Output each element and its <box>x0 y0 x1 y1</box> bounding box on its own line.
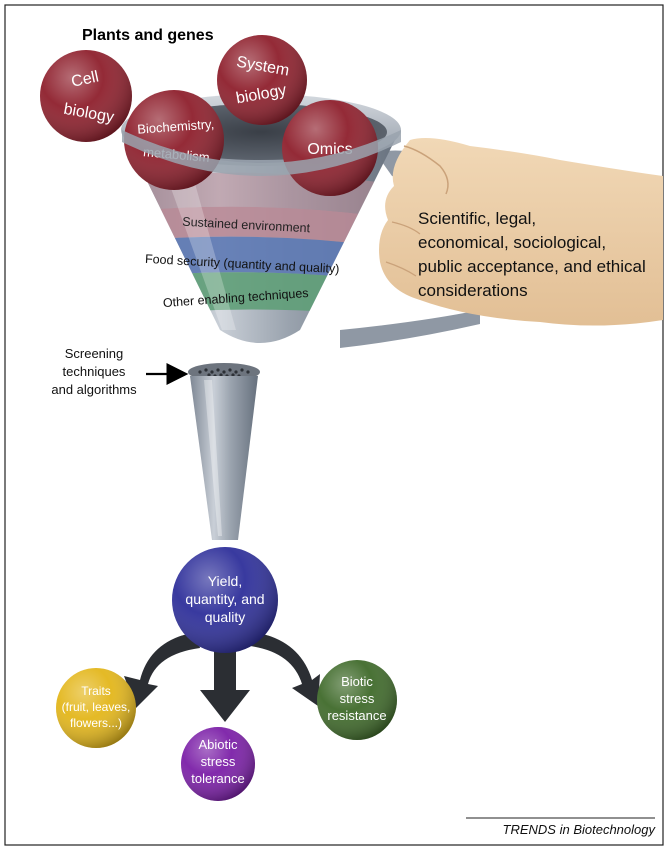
svg-text:Scientific, legal,: Scientific, legal, <box>418 209 536 228</box>
svg-text:Yield,: Yield, <box>208 573 243 589</box>
node-traits: Traits (fruit, leaves, flowers...) <box>56 668 136 748</box>
svg-text:tolerance: tolerance <box>191 771 244 786</box>
svg-text:quality: quality <box>205 609 245 625</box>
node-yield: Yield, quantity, and quality <box>172 547 278 653</box>
band-sustained-environment <box>122 206 400 252</box>
svg-text:flowers...): flowers...) <box>70 716 122 730</box>
screening-label: Screening techniques and algorithms <box>51 346 137 397</box>
funnel-handle-bottom <box>340 310 480 348</box>
hand <box>379 138 663 326</box>
hand-text: Scientific, legal, economical, sociologi… <box>418 209 646 300</box>
arrow-to-traits <box>124 632 200 708</box>
sphere-cell-biology: Cell biology <box>40 50 132 142</box>
sphere-label: Cell <box>70 68 100 90</box>
figure-border <box>4 4 664 846</box>
output-arrows <box>124 632 320 722</box>
svg-text:Abiotic: Abiotic <box>198 737 238 752</box>
svg-text:public acceptance, and ethical: public acceptance, and ethical <box>418 257 646 276</box>
svg-text:Biotic: Biotic <box>341 674 373 689</box>
svg-text:Traits: Traits <box>81 684 111 698</box>
footer-credit: TRENDS in Biotechnology <box>503 822 657 837</box>
funnel-rim-front <box>122 130 401 176</box>
band-label: Sustained environment <box>182 215 311 236</box>
title: Plants and genes <box>82 27 214 44</box>
sphere-label: Biochemistry, <box>137 116 215 136</box>
svg-text:economical, sociological,: economical, sociological, <box>418 233 606 252</box>
node-biotic: Biotic stress resistance <box>317 660 397 740</box>
svg-text:resistance: resistance <box>327 708 386 723</box>
svg-text:Screening: Screening <box>65 346 124 361</box>
svg-text:and algorithms: and algorithms <box>51 382 137 397</box>
svg-text:stress: stress <box>340 691 375 706</box>
sieve-holes <box>198 368 250 378</box>
svg-text:stress: stress <box>201 754 236 769</box>
arrow-to-biotic <box>250 632 320 706</box>
node-abiotic: Abiotic stress tolerance <box>181 727 255 801</box>
svg-text:quantity, and: quantity, and <box>185 591 264 607</box>
stem-highlight <box>204 380 222 536</box>
funnel-stem <box>190 376 258 540</box>
arrow-to-abiotic <box>200 650 250 722</box>
svg-text:considerations: considerations <box>418 281 528 300</box>
svg-text:(fruit, leaves,: (fruit, leaves, <box>62 700 131 714</box>
sphere-system-biology: System biology <box>217 35 307 125</box>
svg-text:techniques: techniques <box>63 364 126 379</box>
